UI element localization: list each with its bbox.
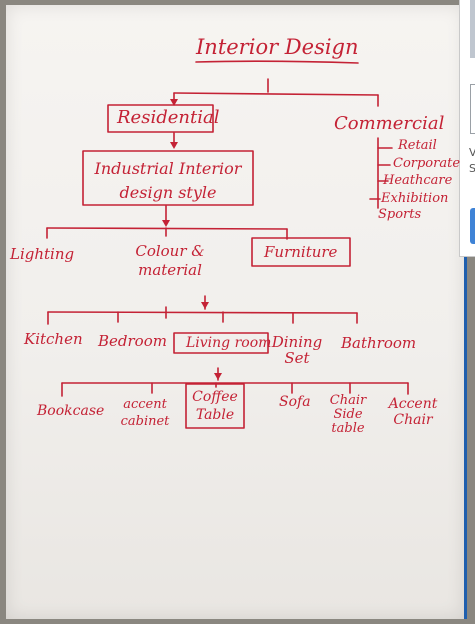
industrial-box [82, 150, 254, 206]
panel-input-box[interactable] [470, 84, 475, 134]
item-accent-cabinet-line1: accent [123, 397, 167, 412]
commercial-label: Commercial [334, 113, 445, 134]
item-coffee-table-line1: Coffee [192, 389, 238, 405]
furniture-label: Furniture [264, 243, 338, 261]
items-arrow [214, 373, 222, 380]
sports-label: Sports [378, 207, 422, 222]
room-dining-line1: Dining [271, 333, 323, 351]
item-sofa: Sofa [279, 394, 311, 410]
room-dining-line2: Set [284, 349, 310, 367]
room-dining: Dining Set [270, 334, 324, 366]
industrial-label-line2: design style [119, 183, 217, 202]
lighting-label: Lighting [10, 245, 75, 263]
panel-thumbnail [470, 0, 475, 58]
item-chair-side-line1: Chair [329, 393, 367, 408]
colour-label-line1: Colour & [135, 242, 205, 260]
industrial-arrow [170, 142, 178, 149]
item-coffee-table: Coffee Table [186, 388, 244, 424]
room-living: Living room [186, 335, 272, 351]
panel-action-button[interactable] [470, 208, 475, 244]
colour-material-label: Colour & material [128, 242, 212, 280]
side-panel-overlay: V S [459, 0, 475, 257]
coffee-table-box [185, 383, 245, 429]
retail-label: Retail [398, 138, 437, 153]
panel-text-s: S [469, 162, 475, 175]
style-arrow [162, 220, 170, 227]
item-chair-side-line3: table [331, 421, 365, 436]
residential-label: Residential [117, 107, 220, 128]
exhibition-label: Exhibition [381, 191, 449, 206]
rooms-bar [47, 311, 358, 314]
item-accent-chair: Accent Chair [384, 396, 442, 428]
root-bar [173, 92, 379, 96]
rooms-arrow [201, 302, 209, 309]
residential-box [107, 104, 214, 133]
item-accent-chair-line2: Chair [393, 412, 433, 428]
item-accent-chair-line1: Accent [388, 396, 438, 412]
item-accent-cabinet: accent cabinet [116, 396, 174, 430]
item-chair-side-table: Chair Side table [324, 394, 372, 436]
corporate-label: Corporate [393, 156, 461, 171]
panel-text-v: V [469, 146, 475, 159]
room-kitchen: Kitchen [24, 330, 83, 348]
living-room-box [173, 332, 269, 354]
industrial-label-line1: Industrial Interior [94, 159, 242, 178]
diagram-title: Interior Design [196, 35, 359, 59]
title-underline [195, 60, 359, 64]
heathcare-label: Heathcare [383, 173, 453, 188]
furniture-box [251, 237, 351, 267]
item-accent-cabinet-line2: cabinet [120, 414, 170, 429]
item-bookcase: Bookcase [37, 403, 105, 419]
style-bar [46, 227, 288, 230]
room-bathroom: Bathroom [341, 334, 417, 352]
residential-arrow [170, 99, 178, 106]
room-bedroom: Bedroom [98, 332, 167, 350]
item-chair-side-line2: Side [333, 407, 363, 422]
industrial-label: Industrial Interior design style [86, 157, 250, 205]
colour-label-line2: material [138, 261, 202, 279]
item-coffee-table-line2: Table [195, 407, 235, 423]
